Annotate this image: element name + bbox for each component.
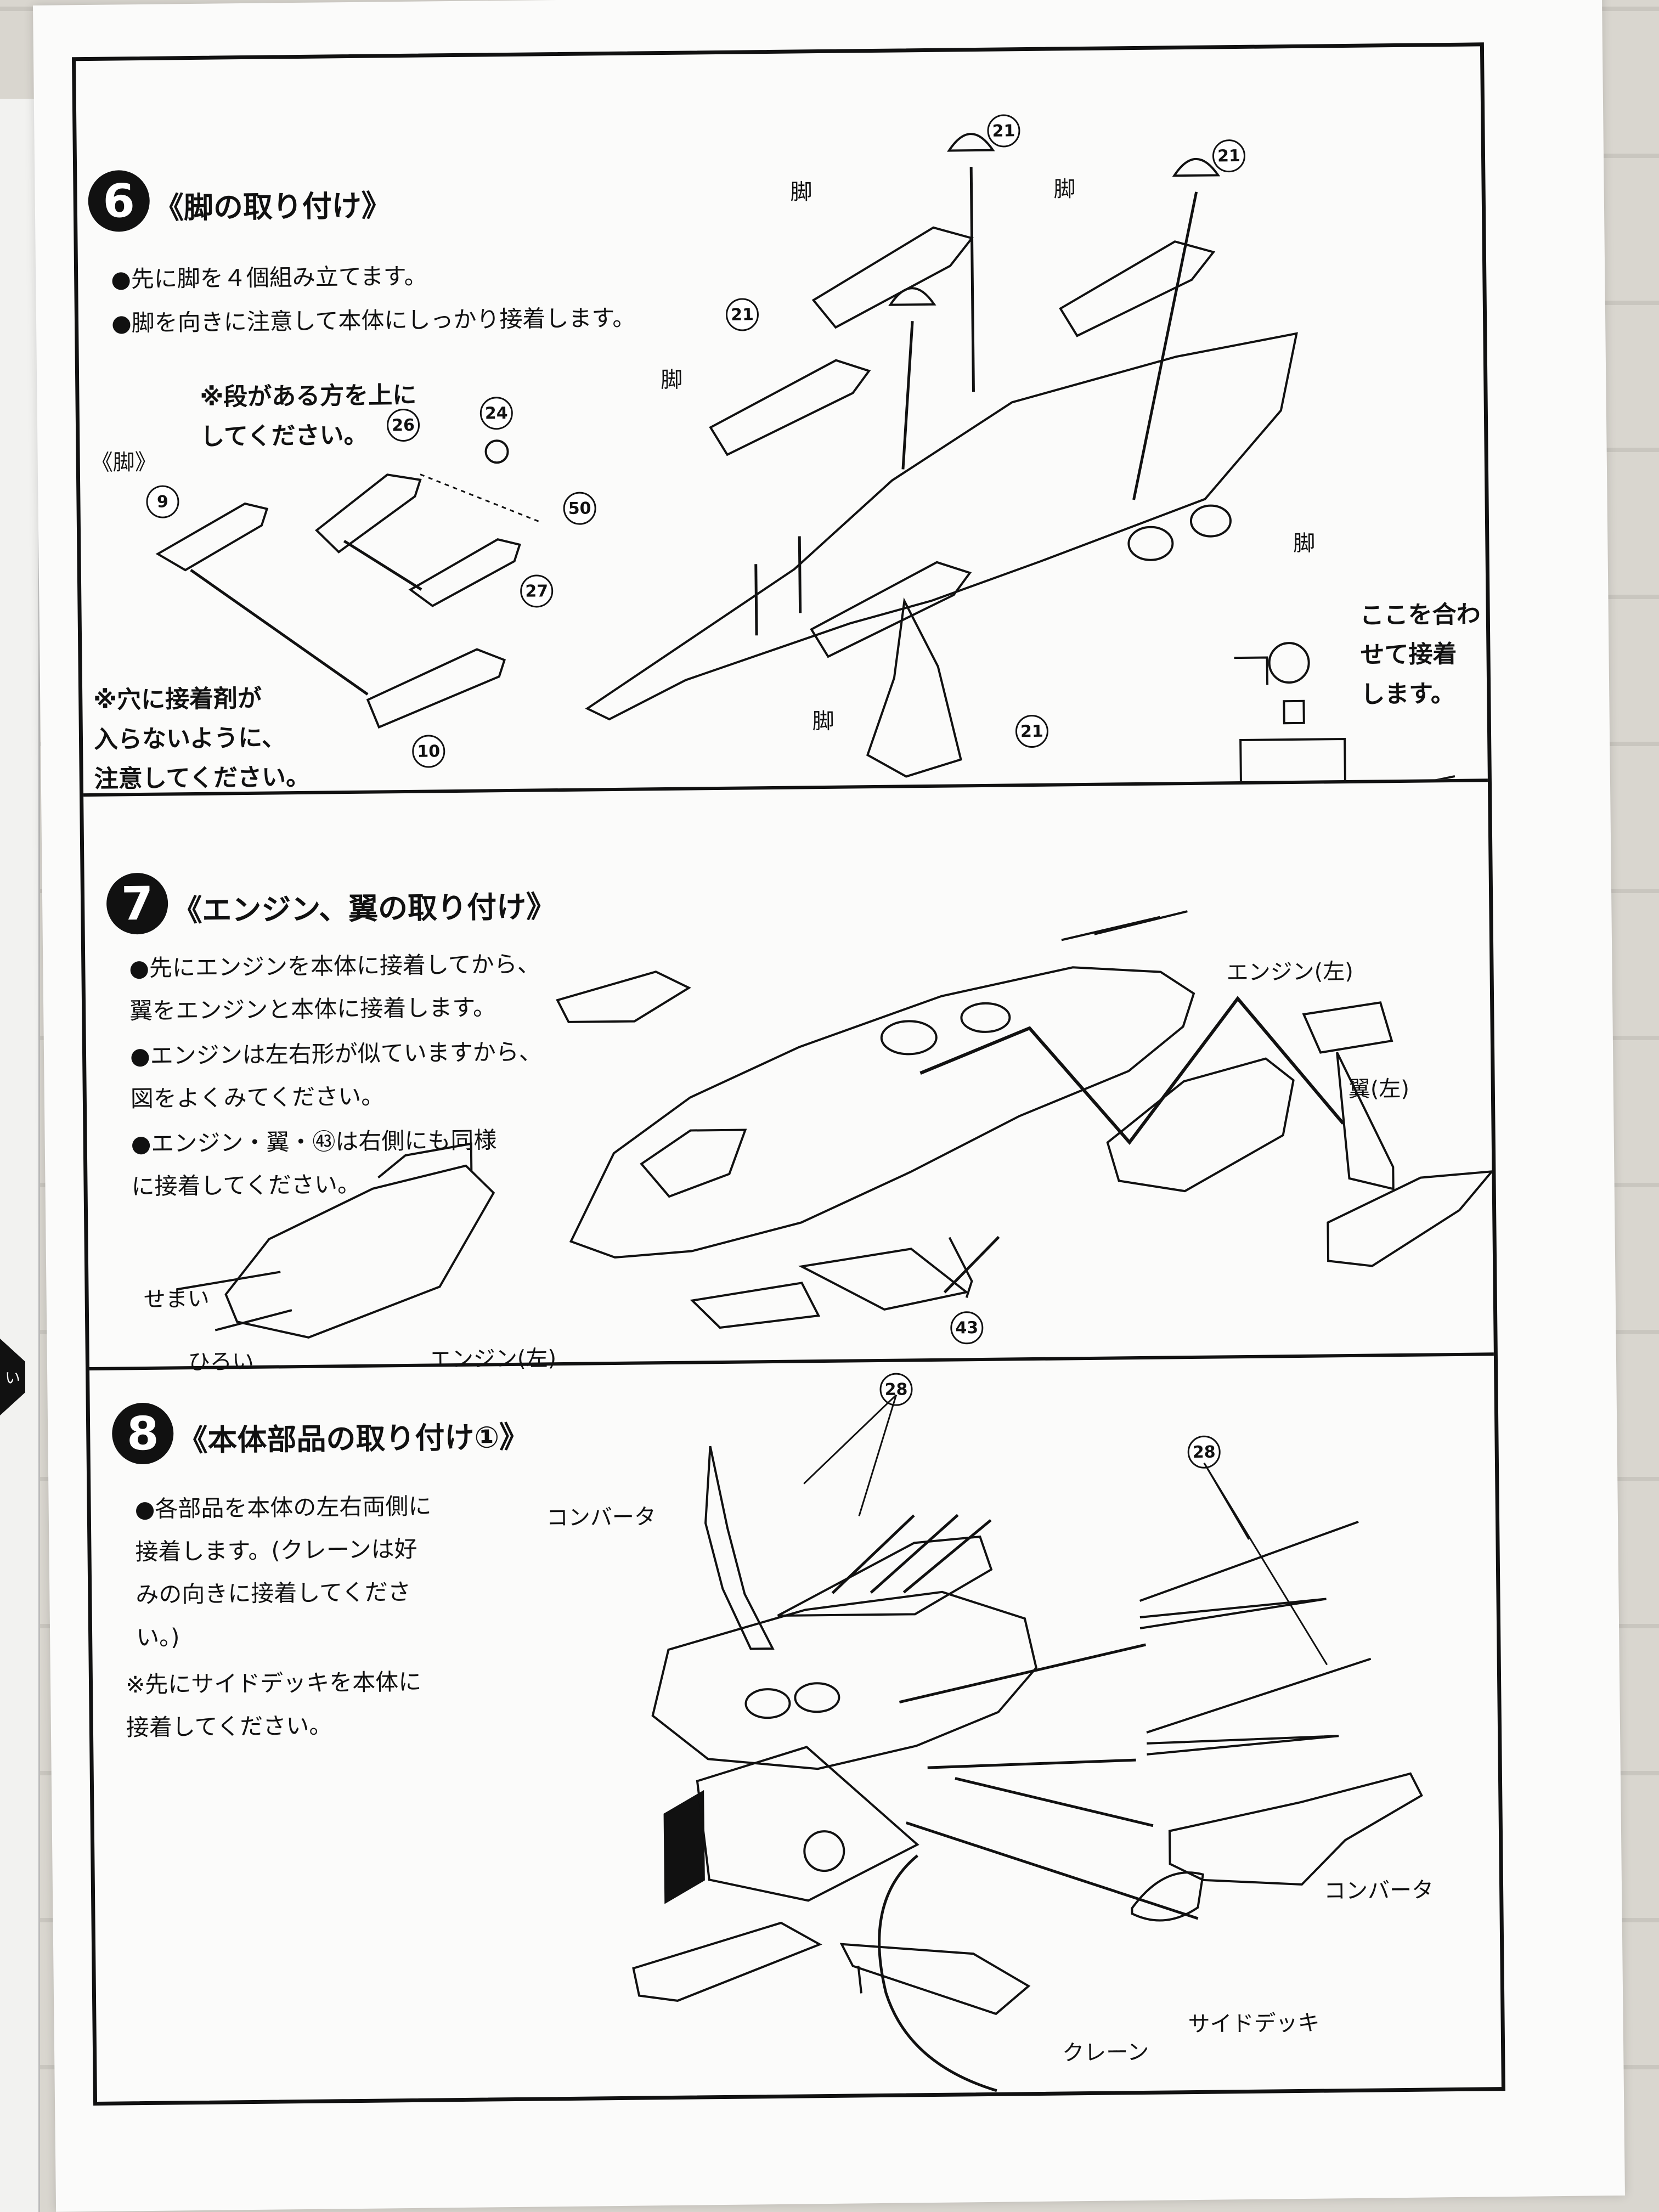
step-7-section: 7 《エンジン、翼の取り付け》 ●先にエンジンを本体に接着してから、 翼をエンジ… (83, 782, 1494, 1375)
step-6-section: 6 《脚の取り付け》 ●先に脚を４個組み立てます。 ●脚を向きに注意して本体にし… (76, 46, 1488, 793)
side-tab-label: い (4, 1369, 20, 1387)
step-7-illustration (83, 782, 1494, 1367)
step-8-illustration (89, 1356, 1502, 2102)
instruction-sheet: 6 《脚の取り付け》 ●先に脚を４個組み立てます。 ●脚を向きに注意して本体にし… (33, 0, 1625, 2212)
instruction-frame: 6 《脚の取り付け》 ●先に脚を４個組み立てます。 ●脚を向きに注意して本体にし… (71, 42, 1505, 2106)
left-page-edge (0, 99, 40, 2212)
step-8-section: 8 《本体部品の取り付け①》 ●各部品を本体の左右両側に 接着します。(クレーン… (89, 1356, 1502, 2102)
step-6-illustration (76, 46, 1488, 793)
